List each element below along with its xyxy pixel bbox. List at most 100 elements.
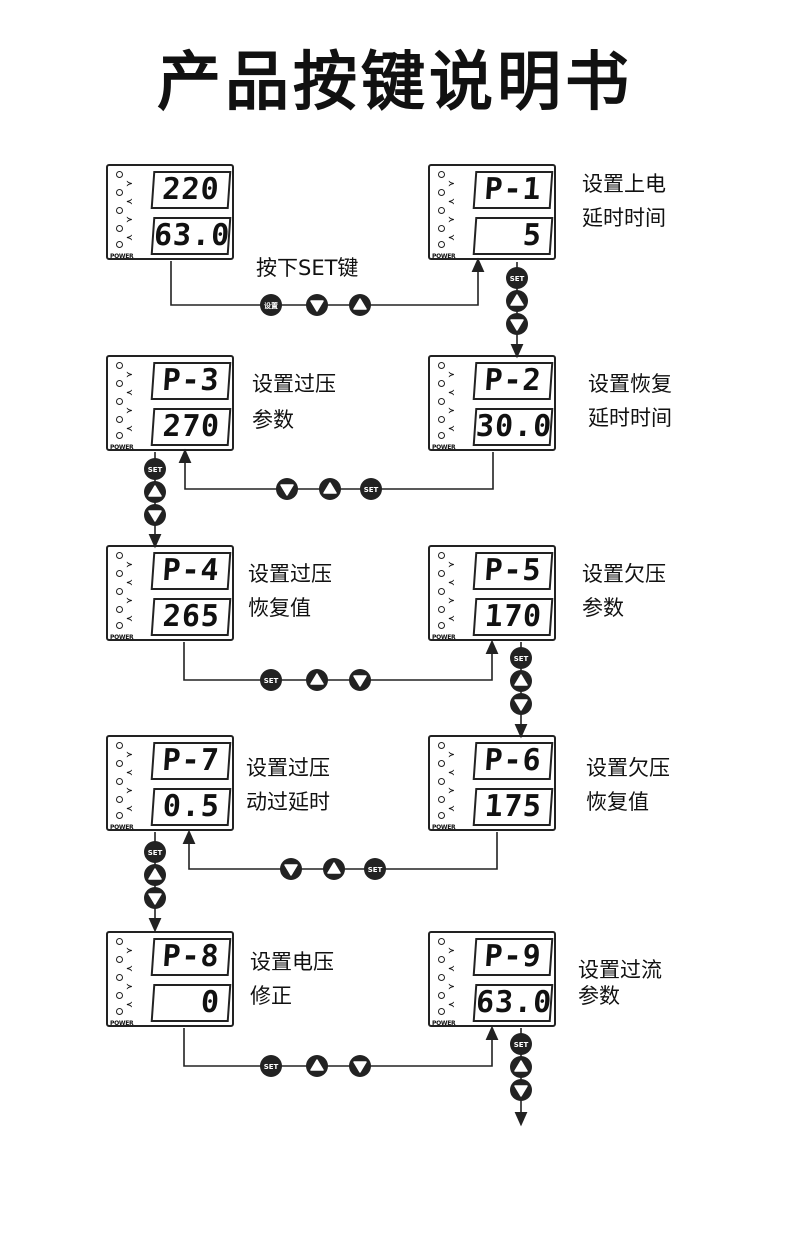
led-indicator — [438, 380, 445, 387]
led-indicator — [438, 588, 445, 595]
power-label: POWER — [432, 1020, 456, 1027]
power-label: POWER — [110, 1020, 134, 1027]
flow-line-p8-p9 — [183, 1025, 499, 1067]
led-indicator — [438, 760, 445, 767]
p1-desc-line2: 延时时间 — [582, 206, 666, 230]
relay-state-icon: ≻ — [448, 406, 455, 415]
set-button-label: SET — [514, 1041, 529, 1049]
led-indicator — [116, 362, 123, 369]
vgroup-p5-down-icon — [510, 693, 532, 715]
p4-desc-line2: 恢复值 — [248, 596, 311, 620]
relay-state-icon: ≻ — [448, 750, 455, 759]
relay-state-icon: ≺ — [126, 388, 133, 397]
power-label: POWER — [110, 634, 134, 641]
relay-state-icon: ≻ — [126, 215, 133, 224]
led-indicator — [116, 241, 123, 248]
led-indicator — [116, 588, 123, 595]
up-button-icon — [323, 858, 345, 880]
relay-state-icon: ≺ — [448, 233, 455, 242]
relay-state-icon: ≺ — [126, 1000, 133, 1009]
set-button-icon: SET — [360, 478, 382, 500]
relay-state-icon: ≺ — [126, 804, 133, 813]
relay-state-icon: ≻ — [448, 560, 455, 569]
led-indicator — [116, 225, 123, 232]
power-label: POWER — [110, 444, 134, 451]
led-indicator — [438, 189, 445, 196]
set-button-icon: 设置 — [260, 294, 282, 316]
led-indicator — [438, 398, 445, 405]
relay-state-icon: ≻ — [126, 179, 133, 188]
relay-state-icon: ≺ — [126, 578, 133, 587]
p6-desc-line1: 设置欠压 — [586, 756, 670, 780]
set-button-icon: SET — [364, 858, 386, 880]
led-indicator — [116, 938, 123, 945]
led-indicator — [116, 760, 123, 767]
relay-state-icon: ≺ — [126, 197, 133, 206]
led-indicator — [438, 812, 445, 819]
set-button-label: SET — [510, 275, 525, 283]
vgroup-p5-up-icon — [510, 670, 532, 692]
p9-desc-line1: 设置过流 — [578, 958, 662, 982]
start-caption: 按下SET键 — [256, 256, 359, 280]
relay-state-icon: ≺ — [448, 768, 455, 777]
led-indicator — [438, 622, 445, 629]
led-indicator — [116, 956, 123, 963]
indicator-leds: ≻≺≻≺ — [433, 169, 469, 255]
power-label: POWER — [432, 824, 456, 831]
led-indicator — [438, 1008, 445, 1015]
led-indicator — [116, 380, 123, 387]
relay-state-icon: ≻ — [126, 560, 133, 569]
vgroup-p1-up-icon — [506, 290, 528, 312]
vgroup-p3-up-icon — [144, 481, 166, 503]
set-button-label: SET — [514, 655, 529, 663]
vgroup-p7-set-icon: SET — [144, 841, 166, 863]
relay-state-icon: ≻ — [126, 786, 133, 795]
led-indicator — [116, 552, 123, 559]
p4-desc-line1: 设置过压 — [248, 562, 332, 586]
relay-state-icon: ≻ — [126, 946, 133, 955]
indicator-leds: ≻≺≻≺ — [433, 360, 469, 446]
relay-state-icon: ≺ — [448, 388, 455, 397]
led-indicator — [438, 956, 445, 963]
set-button-label: SET — [364, 486, 379, 494]
indicator-leds: ≻≺≻≺ — [111, 169, 147, 255]
p7-desc-line2: 动过延时 — [246, 790, 330, 814]
relay-state-icon: ≻ — [448, 179, 455, 188]
led-indicator — [438, 742, 445, 749]
led-indicator — [438, 552, 445, 559]
vgroup-p3-down-icon — [144, 504, 166, 526]
relay-state-icon: ≻ — [448, 215, 455, 224]
power-label: POWER — [110, 824, 134, 831]
led-indicator — [116, 1008, 123, 1015]
relay-state-icon: ≻ — [126, 406, 133, 415]
relay-state-icon: ≺ — [126, 424, 133, 433]
power-label: POWER — [432, 634, 456, 641]
page-title: 产品按键说明书 — [157, 46, 633, 120]
relay-state-icon: ≺ — [448, 1000, 455, 1009]
led-indicator — [438, 225, 445, 232]
p5-desc-line2: 参数 — [582, 596, 624, 620]
led-indicator — [116, 189, 123, 196]
p6-desc-line2: 恢复值 — [586, 790, 649, 814]
vgroup-p1-set-icon: SET — [506, 267, 528, 289]
indicator-leds: ≻≺≻≺ — [433, 550, 469, 636]
relay-state-icon: ≻ — [448, 370, 455, 379]
down-button-icon — [349, 669, 371, 691]
led-indicator — [116, 171, 123, 178]
led-indicator — [116, 606, 123, 613]
relay-state-icon: ≺ — [448, 964, 455, 973]
led-indicator — [116, 796, 123, 803]
p3-desc-line1: 设置过压 — [252, 372, 336, 396]
led-indicator — [116, 742, 123, 749]
p8-desc-line2: 修正 — [250, 984, 292, 1008]
led-indicator — [116, 398, 123, 405]
led-indicator — [116, 622, 123, 629]
set-button-label: SET — [264, 677, 279, 685]
led-indicator — [438, 171, 445, 178]
